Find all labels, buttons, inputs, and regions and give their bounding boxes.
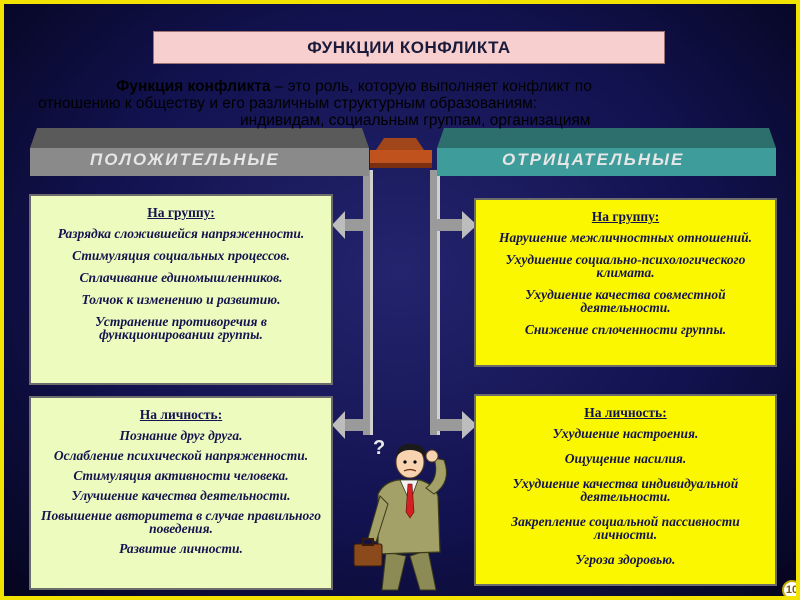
list-item: Стимуляция социальных процессов.	[72, 248, 290, 263]
list-item: Развитие личности.	[119, 541, 243, 556]
arrow-connector-icon	[432, 211, 477, 239]
positive-bar	[30, 128, 369, 176]
list-item: Познание друг друга.	[119, 428, 243, 443]
page-number: 10	[782, 580, 796, 596]
list-item: Нарушение межличностных отношений.	[498, 230, 753, 245]
svg-text:?: ?	[373, 437, 385, 459]
list-item: Стимуляция активности человека.	[73, 468, 289, 483]
positive-personal-panel: На личность: Познание друг друга. Ослабл…	[29, 396, 333, 590]
negative-personal-panel: На личность: Ухудшение настроения. Ощуще…	[474, 394, 777, 586]
panel-header: На личность:	[139, 407, 223, 422]
list-item: Ухудшение качества совместной деятельнос…	[525, 287, 726, 315]
confused-businessman-icon: ?	[353, 437, 447, 591]
panel-header: На личность:	[584, 405, 667, 420]
definition-line-2: отношению к обществу и его различным стр…	[38, 95, 538, 112]
negative-group-panel: На группу: Нарушение межличностных отнош…	[474, 198, 777, 367]
arrow-connector-icon	[332, 411, 370, 439]
list-item: Устранение противоречия в функционирован…	[95, 314, 267, 342]
definition-text: Функция конфликта – это роль, которую вы…	[24, 78, 684, 129]
list-item: Ухудшение социально-психологического кли…	[505, 252, 746, 280]
list-item: Разрядка сложившейся напряженности.	[57, 226, 305, 241]
definition-line-1: Функция конфликта – это роль, которую вы…	[24, 78, 684, 95]
panel-header: На группу:	[147, 205, 215, 220]
center-connector-icon	[370, 138, 432, 168]
list-item: Сплачивание единомышленников.	[79, 270, 283, 285]
arrow-connector-icon	[432, 411, 477, 439]
panel-header: На группу:	[591, 209, 660, 224]
definition-term: Функция конфликта	[116, 78, 271, 95]
list-item: Ослабление психической напряженности.	[53, 448, 309, 463]
list-item: Ухудшение качества индивидуальной деятел…	[512, 476, 739, 504]
list-item: Толчок к изменению и развитию.	[81, 292, 281, 307]
negative-label: ОТРИЦАТЕЛЬНЫЕ	[502, 150, 685, 169]
negative-bar	[437, 128, 776, 176]
list-item: Повышение авторитета в случае правильног…	[40, 508, 322, 536]
list-item: Ощущение насилия.	[564, 451, 687, 466]
list-item: Улучшение качества деятельности.	[71, 488, 291, 503]
arrow-connector-icon	[332, 211, 370, 239]
list-item: Снижение сплоченности группы.	[524, 322, 727, 337]
list-item: Ухудшение настроения.	[552, 426, 699, 441]
list-item: Угроза здоровью.	[575, 552, 676, 567]
page-title: ФУНКЦИИ КОНФЛИКТА	[153, 31, 665, 64]
positive-label: ПОЛОЖИТЕЛЬНЫЕ	[90, 150, 280, 169]
positive-group-panel: На группу: Разрядка сложившейся напряжен…	[29, 194, 333, 385]
definition-line-3: индивидам, социальным группам, организац…	[240, 112, 591, 129]
list-item: Закрепление социальной пассивности лично…	[511, 514, 740, 542]
definition-line-1-rest: – это роль, которую выполняет конфликт п…	[270, 78, 592, 95]
